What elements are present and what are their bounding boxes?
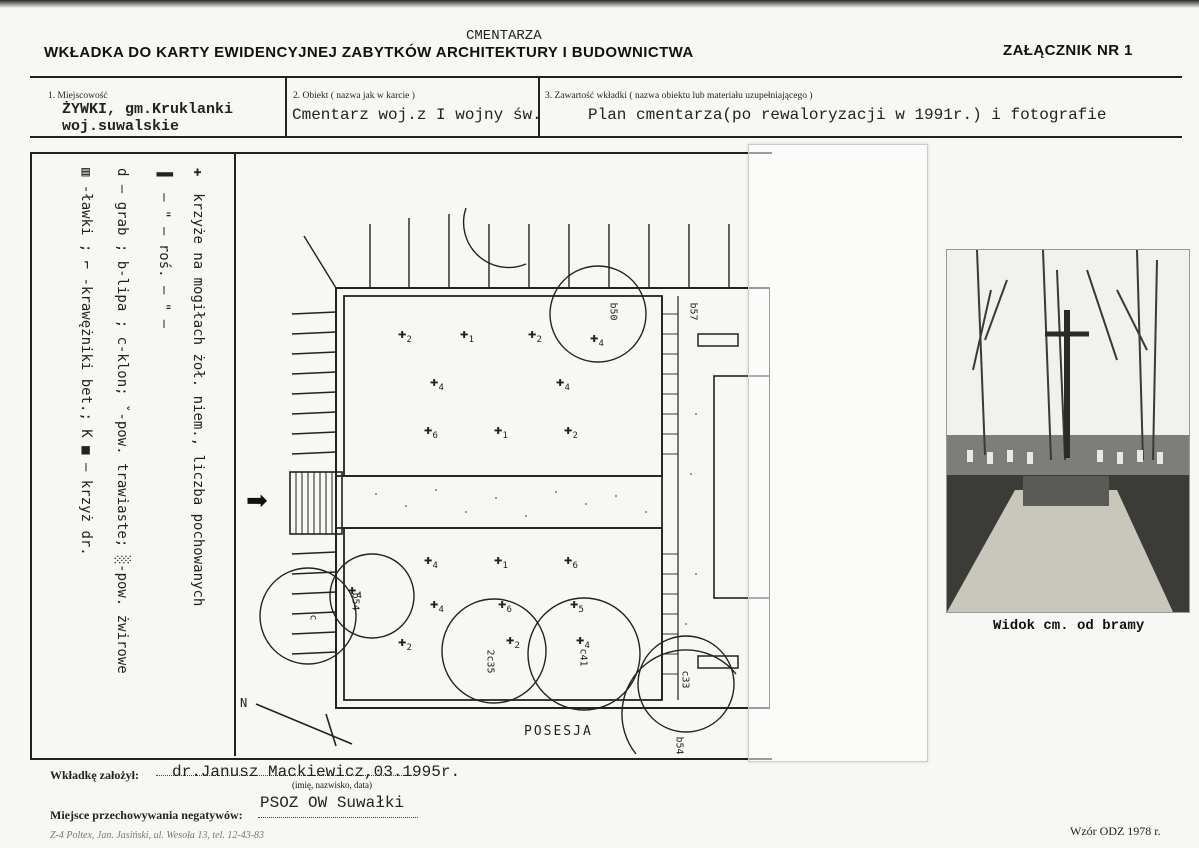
printer-info: Z-4 Poltex, Jan. Jasiński, ul. Wesoła 13…: [50, 830, 265, 841]
tree-label: b54: [673, 736, 685, 755]
grave-field-north: [343, 295, 663, 477]
legend-line4: -ławki ; ⌐ -krawężniki bet.; K ■ – krzyż…: [78, 184, 94, 556]
tree-c: [259, 567, 357, 665]
cemetery-plan: [255, 207, 770, 755]
grave-cross: ✚2: [398, 634, 412, 653]
legend-line-ru: ▐ — " — roś. — " —: [156, 168, 172, 328]
entrance-arrow: ➡: [246, 485, 268, 515]
field-divider-2: [538, 78, 540, 136]
grave-cross: ✚6: [424, 422, 438, 441]
founder-value: dr.Janusz Mackiewicz,03.1995r.: [172, 763, 461, 781]
fence-left: [291, 311, 337, 655]
tree-label: c33: [679, 670, 691, 689]
bar-icon: ▐: [156, 168, 172, 177]
legend-line3: d – grab ; b-lipa ; c-klon; ˇ-pow. trawi…: [114, 168, 130, 674]
grave-cross: ✚4: [430, 374, 444, 393]
tree-arc-top: [462, 207, 527, 269]
title-overtype: CMENTARZA: [466, 28, 542, 44]
north-label: N: [240, 696, 248, 710]
tree-b54: [329, 553, 415, 639]
storage-dots: [258, 817, 418, 818]
legend-line-benches: ▥ -ławki ; ⌐ -krawężniki bet.; K ■ – krz…: [78, 168, 94, 556]
storage-label: Miejsce przechowywania negatywów:: [50, 808, 243, 822]
grave-cross: ✚4: [424, 552, 438, 571]
north-arrow: [255, 703, 353, 745]
object-label: 2. Obiekt ( nazwa jak w karcie ): [293, 91, 415, 101]
bench-icon: ▥: [78, 168, 94, 177]
grave-cross: ✚4: [590, 330, 604, 349]
field-divider-1: [285, 78, 287, 136]
content-value: Plan cmentarza(po rewaloryzacji w 1991r.…: [588, 106, 1107, 124]
entrance-steps: [289, 471, 343, 535]
locality-line1: ŻYWKI, gm.Kruklanki: [62, 101, 234, 118]
grave-cross: ✚4: [556, 374, 570, 393]
grave-cross: ✚4: [348, 582, 362, 601]
cemetery-photo: [946, 249, 1190, 613]
grave-cross: ✚2: [398, 326, 412, 345]
scan-top-edge: [0, 0, 1199, 8]
storage-value: PSOZ OW Suwałki: [260, 794, 405, 812]
legend-divider: [234, 154, 236, 756]
founder-dots: [156, 775, 416, 776]
photo-image: [947, 250, 1189, 612]
tree-label: b54: [349, 592, 361, 611]
legend-line-trees: d – grab ; b-lipa ; c-klon; ˇ-pow. trawi…: [114, 168, 130, 674]
grave-cross: ✚1: [460, 326, 474, 345]
grave-cross: ✚2: [528, 326, 542, 345]
grave-cross: ✚2: [564, 422, 578, 441]
grave-cross: ✚2: [506, 632, 520, 651]
grave-cross: ✚4: [576, 632, 590, 651]
legend-line2: — " — roś. — " —: [156, 193, 172, 329]
legend-line1: krzyże na mogiłach żoł. niem., liczba po…: [190, 193, 206, 607]
gravel-path: [375, 413, 697, 625]
grave-cross: ✚6: [564, 552, 578, 571]
monument-area: [713, 375, 770, 599]
tree-b50: [549, 265, 647, 363]
header-top-rule: [30, 76, 1182, 78]
legend-rotated: ✚ krzyże na mogiłach żoł. niem., liczba …: [50, 168, 220, 728]
content-label: 3. Zawartość wkładki ( nazwa obiektu lub…: [545, 91, 813, 101]
tree-label: b57: [687, 302, 699, 321]
annex-number: ZAŁĄCZNIK NR 1: [1003, 42, 1133, 59]
legend-line-crosses: ✚ krzyże na mogiłach żoł. niem., liczba …: [190, 168, 206, 606]
cross-icon: ✚: [190, 168, 206, 177]
tree-2c35: [441, 598, 547, 704]
form-number: Wzór ODZ 1978 r.: [1070, 824, 1161, 838]
locality-line2: woj.suwalskie: [62, 118, 180, 135]
bench-south: [697, 655, 739, 669]
locality-label: 1. Miejscowość: [48, 91, 108, 101]
founder-label: Wkładkę założył:: [50, 768, 139, 782]
grave-cross: ✚4: [430, 596, 444, 615]
tracing-paper-overlay: [748, 144, 928, 762]
tree-c33: [637, 635, 735, 733]
tree-c41: [527, 597, 641, 711]
tree-label: b50: [607, 302, 619, 321]
main-panel: [30, 152, 772, 760]
tree-label: c: [307, 614, 319, 621]
bench-north: [697, 333, 739, 347]
fence-top: [303, 214, 730, 289]
grave-cross: ✚1: [494, 422, 508, 441]
tree-label: 2c35: [484, 649, 496, 674]
cemetery-boundary: [335, 287, 770, 709]
posesja-label: POSESJA: [524, 724, 593, 739]
grave-cross: ✚6: [498, 596, 512, 615]
founder-hint: (imię, nazwisko, data): [292, 780, 372, 790]
tree-label: c41: [577, 648, 589, 667]
form-title: WKŁADKA DO KARTY EWIDENCYJNEJ ZABYTKÓW A…: [44, 44, 694, 61]
object-value: Cmentarz woj.z I wojny św.: [292, 106, 542, 124]
grave-cross: ✚1: [494, 552, 508, 571]
photo-caption: Widok cm. od bramy: [993, 618, 1145, 634]
grave-cross: ✚5: [570, 596, 584, 615]
header-bottom-rule: [30, 136, 1182, 138]
